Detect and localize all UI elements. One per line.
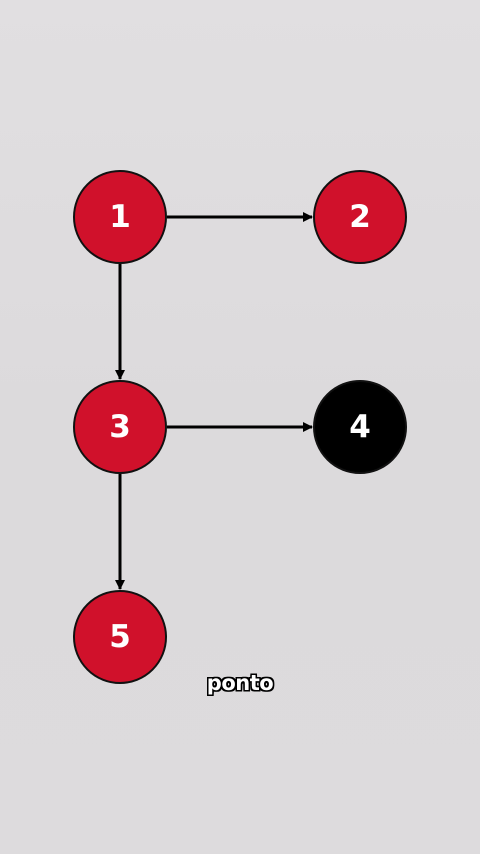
node-4-label: 4	[349, 408, 371, 445]
node-2: 2	[313, 170, 407, 264]
node-2-label: 2	[349, 198, 371, 235]
node-1-label: 1	[109, 198, 131, 235]
node-3-label: 3	[109, 408, 131, 445]
node-5-label: 5	[109, 618, 131, 655]
node-1: 1	[73, 170, 167, 264]
node-3: 3	[73, 380, 167, 474]
node-4: 4	[313, 380, 407, 474]
caption-subtitle: ponto	[206, 671, 274, 695]
node-5: 5	[73, 590, 167, 684]
